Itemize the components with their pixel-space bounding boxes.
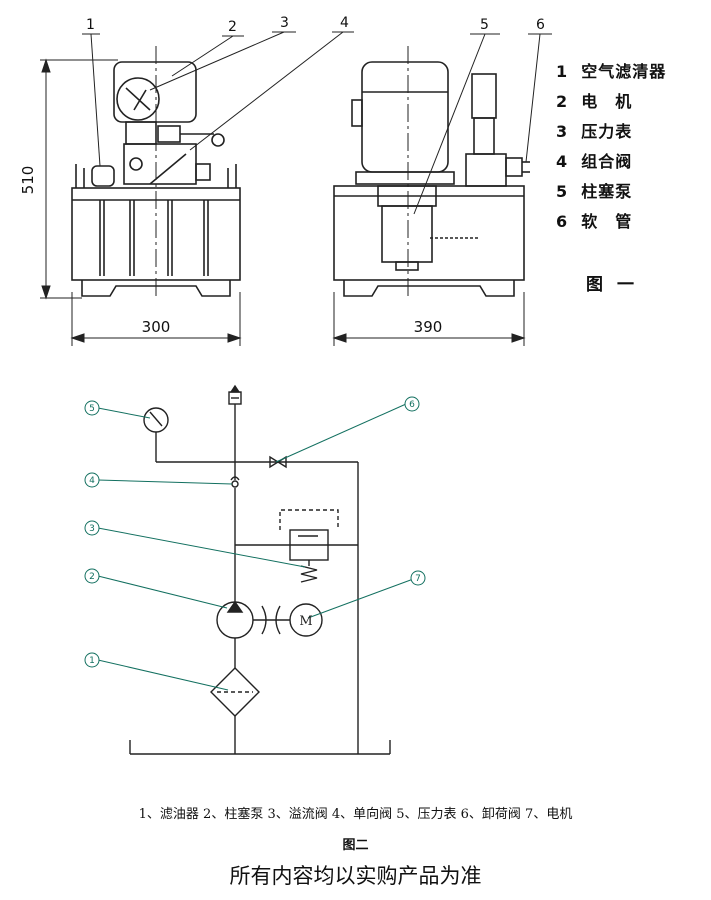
fig2-callout-5: 5 bbox=[89, 404, 95, 414]
pressure-gauge bbox=[143, 407, 169, 433]
fig1-legend-num: 5 bbox=[556, 182, 569, 201]
figure-1-drawing: 1 2 3 4 5 6 510 300 390 1 空气滤清器 2 电 机 3 … bbox=[0, 0, 711, 360]
fig1-legend-num: 3 bbox=[556, 122, 569, 141]
fig1-callout-4: 4 bbox=[340, 15, 349, 31]
dimension-height: 510 bbox=[19, 166, 37, 195]
fig1-callout-1: 1 bbox=[86, 17, 95, 33]
fig2-callout-3: 3 bbox=[89, 524, 95, 534]
side-tank bbox=[333, 185, 525, 281]
front-gauge bbox=[116, 77, 160, 121]
side-view bbox=[333, 46, 530, 300]
side-motor bbox=[361, 61, 449, 173]
fig1-legend-label: 空气滤清器 bbox=[581, 62, 667, 81]
fig1-legend-item-4: 4 组合阀 bbox=[556, 148, 632, 172]
fig1-legend-num: 1 bbox=[556, 62, 569, 81]
fig1-legend-label: 软 管 bbox=[581, 212, 633, 231]
fig1-legend-item-6: 6 软 管 bbox=[556, 208, 632, 232]
front-air-filter bbox=[91, 165, 115, 187]
fig1-legend-label: 电 机 bbox=[581, 92, 633, 111]
fig2-callout-7: 7 bbox=[415, 574, 421, 584]
fig1-legend-item-3: 3 压力表 bbox=[556, 118, 632, 142]
fig2-leaders bbox=[97, 403, 417, 691]
fig2-caption: 图二 bbox=[342, 838, 369, 853]
fig1-callout-5: 5 bbox=[480, 17, 489, 33]
fig1-callout-6: 6 bbox=[536, 17, 545, 33]
fig1-legend-label: 柱塞泵 bbox=[581, 182, 633, 201]
side-valve bbox=[465, 153, 507, 187]
fig1-caption: 图一 bbox=[586, 275, 648, 295]
motor-symbol-label: M bbox=[299, 614, 312, 629]
figure-2-svg: 5 6 4 3 2 7 1 M bbox=[84, 384, 426, 755]
figure-1-svg: 1 2 3 4 5 6 510 300 390 bbox=[19, 15, 552, 346]
fig2-callout-4: 4 bbox=[89, 476, 95, 486]
dimension-lines bbox=[40, 58, 526, 346]
filter-symbol bbox=[210, 667, 260, 717]
figure-2-schematic: 5 6 4 3 2 7 1 M bbox=[0, 376, 711, 776]
front-valve-block bbox=[123, 143, 197, 185]
fig1-callout-2: 2 bbox=[228, 19, 237, 35]
fig1-legend-label: 组合阀 bbox=[581, 152, 633, 171]
fig1-legend-item-1: 1 空气滤清器 bbox=[556, 58, 666, 82]
fig1-legend-item-5: 5 柱塞泵 bbox=[556, 178, 632, 202]
check-valve bbox=[230, 476, 240, 481]
dimension-side-width: 390 bbox=[414, 318, 443, 336]
front-view bbox=[71, 46, 241, 300]
footer-note: 所有内容均以实购产品为准 bbox=[229, 864, 482, 888]
fig1-legend-item-2: 2 电 机 bbox=[556, 88, 632, 112]
front-motor bbox=[113, 61, 197, 123]
fig2-callout-1: 1 bbox=[89, 656, 95, 666]
fig2-callout-2: 2 bbox=[89, 572, 95, 582]
fig1-legend-num: 2 bbox=[556, 92, 569, 111]
fig2-callout-6: 6 bbox=[409, 400, 415, 410]
fig1-legend-label: 压力表 bbox=[581, 122, 633, 141]
fig1-callout-3: 3 bbox=[280, 15, 289, 31]
leader-lines bbox=[82, 31, 552, 215]
motor-symbol bbox=[289, 603, 323, 637]
side-pump bbox=[381, 205, 433, 263]
fig2-legend-text: 1、滤油器 2、柱塞泵 3、溢流阀 4、单向阀 5、压力表 6、卸荷阀 7、电机 bbox=[138, 807, 573, 822]
fig1-legend-num: 4 bbox=[556, 152, 569, 171]
fig1-legend-num: 6 bbox=[556, 212, 569, 231]
dimension-front-width: 300 bbox=[142, 318, 171, 336]
